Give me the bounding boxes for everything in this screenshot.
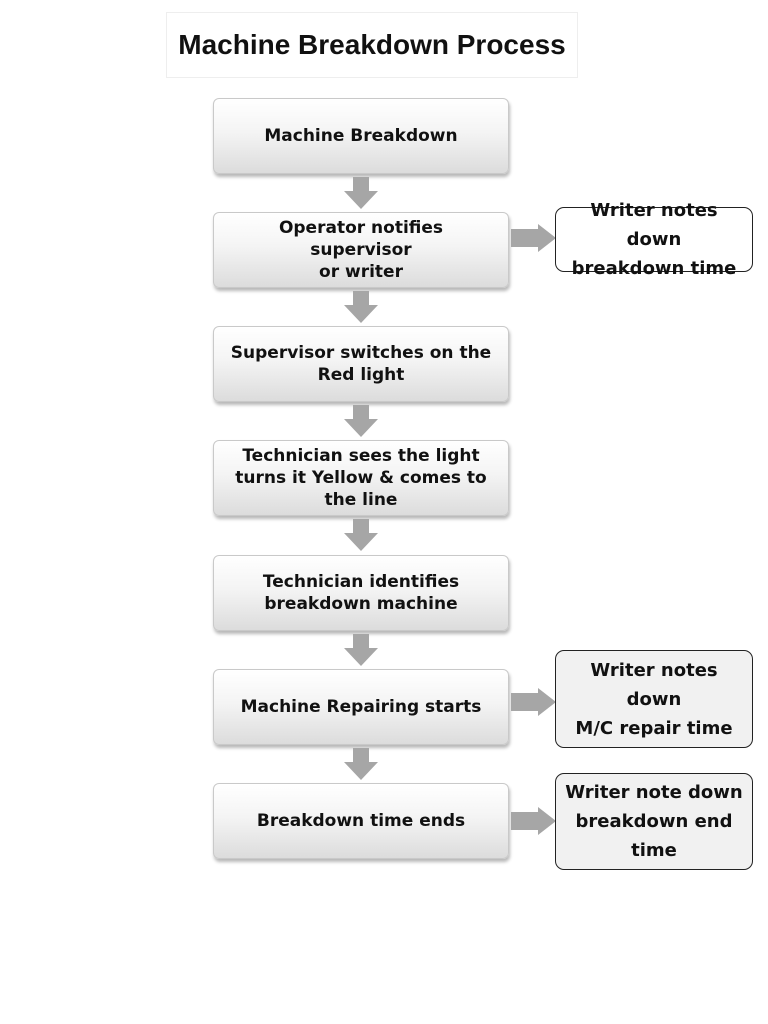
step-label: Breakdown time ends xyxy=(256,811,466,831)
step-machine-breakdown: Machine Breakdown xyxy=(213,98,509,174)
note-label: Writer notes down M/C repair time xyxy=(575,659,733,739)
note-breakdown-time: Writer notes down breakdown time xyxy=(555,200,753,279)
step-technician-sees-light: Technician sees the light turns it Yello… xyxy=(213,440,509,516)
step-operator-notifies: Operator notifies supervisor or writer xyxy=(213,212,509,288)
step-repairing-starts: Machine Repairing starts xyxy=(213,669,509,745)
note-label: Writer notes down breakdown time xyxy=(571,200,737,279)
step-supervisor-red-light: Supervisor switches on the Red light xyxy=(213,326,509,402)
note-label: Writer note down breakdown end time xyxy=(565,782,743,861)
step-label: Machine Breakdown xyxy=(264,126,458,146)
right-arrow-icon xyxy=(511,688,556,716)
step-label: Operator notifies supervisor or writer xyxy=(278,218,444,282)
note-repair-time: Writer notes down M/C repair time xyxy=(555,650,753,748)
right-arrow-icon xyxy=(511,224,556,252)
page-title: Machine Breakdown Process xyxy=(178,29,566,60)
step-label: Technician sees the light turns it Yello… xyxy=(235,446,487,510)
right-arrow-icon xyxy=(511,807,556,835)
down-arrow-icon xyxy=(344,634,378,666)
down-arrow-icon xyxy=(344,177,378,209)
step-technician-identifies: Technician identifies breakdown machine xyxy=(213,555,509,631)
down-arrow-icon xyxy=(344,519,378,551)
down-arrow-icon xyxy=(344,748,378,780)
step-label: Technician identifies breakdown machine xyxy=(262,572,460,614)
title-box: Machine Breakdown Process xyxy=(166,12,578,78)
down-arrow-icon xyxy=(344,291,378,323)
note-breakdown-end-time: Writer note down breakdown end time xyxy=(555,773,753,870)
down-arrow-icon xyxy=(344,405,378,437)
step-label: Machine Repairing starts xyxy=(240,697,482,717)
step-label: Supervisor switches on the Red light xyxy=(230,343,492,385)
step-breakdown-ends: Breakdown time ends xyxy=(213,783,509,859)
